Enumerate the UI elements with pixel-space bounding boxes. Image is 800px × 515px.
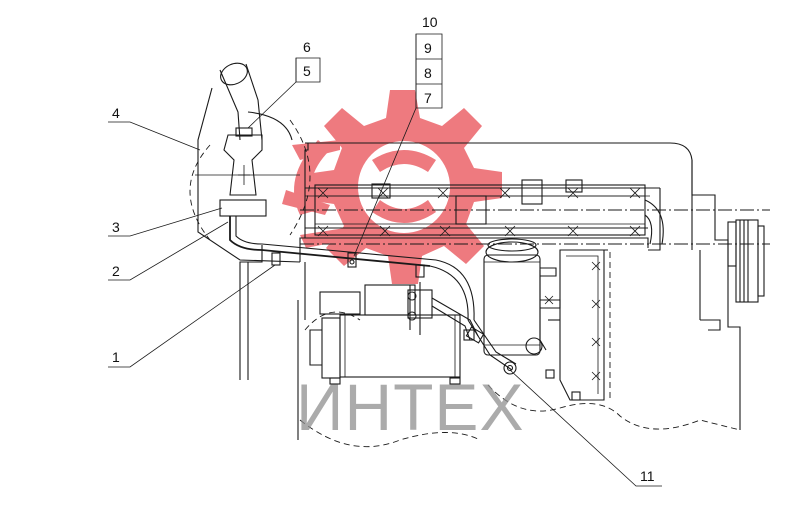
callout-4: 4 [112, 105, 120, 121]
intake-manifold [314, 179, 664, 245]
crankshaft-pulley [727, 219, 765, 303]
callout-7: 7 [424, 90, 432, 106]
oil-filter [483, 238, 561, 375]
callout-1: 1 [112, 349, 120, 365]
callout-9: 9 [424, 40, 432, 56]
watermark-text: ИНТЕХ [296, 370, 524, 444]
air-inlet-breather [189, 62, 517, 371]
callout-3: 3 [112, 219, 120, 235]
callout-11: 11 [640, 468, 655, 484]
callout-6: 6 [303, 39, 311, 55]
callout-2: 2 [112, 263, 120, 279]
callout-10: 10 [422, 14, 438, 30]
starter-motor [309, 282, 479, 385]
callouts: 1 2 3 4 6 5 10 9 8 7 11 [108, 14, 662, 487]
oil-cooler-plate [539, 249, 611, 401]
callout-5: 5 [303, 63, 311, 79]
callout-8: 8 [424, 65, 432, 81]
